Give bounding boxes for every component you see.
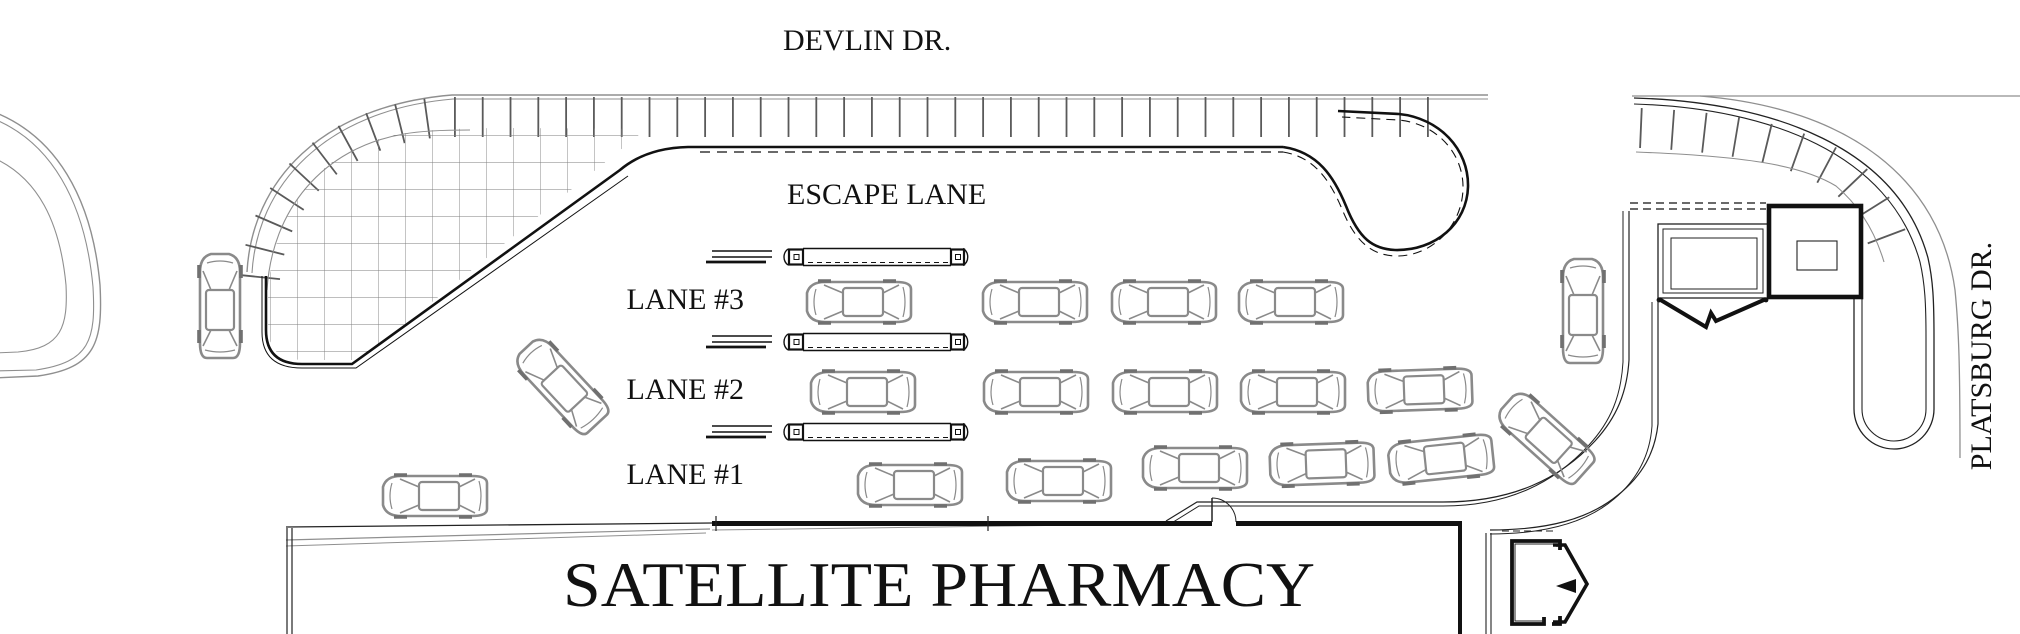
car-exit (381, 473, 489, 519)
escape-lane-label: ESCAPE LANE (787, 178, 986, 211)
car-queue_lane3 (1237, 279, 1345, 325)
car-queue_lane2 (1239, 369, 1347, 415)
entry-direction-arrow (1553, 543, 1590, 624)
scored-concrete-grid (268, 128, 646, 360)
kiosk-icon (949, 333, 966, 351)
car-approach (1491, 385, 1601, 490)
kiosk-icon (787, 423, 805, 441)
street-label-devlin: DEVLIN DR. (783, 24, 951, 57)
car-approach (1560, 257, 1606, 365)
building-west-wall (286, 528, 293, 634)
kiosk-icon (787, 248, 805, 266)
lane-island-2 (706, 332, 969, 352)
door-swing-arc (1211, 497, 1237, 523)
lane-divider-islands (706, 247, 969, 442)
dashed-stop-bars (1630, 202, 1766, 210)
drive-up-canopy (1656, 223, 1769, 330)
canopy-edge-chevron (1657, 297, 1767, 330)
car-exit (197, 252, 243, 360)
escape-lane-road-edges (261, 109, 1470, 369)
kiosk-building (1766, 203, 1864, 300)
kiosk-window (1796, 240, 1838, 271)
lane-island-3 (706, 422, 969, 442)
car-queue_lane1 (1385, 430, 1497, 488)
kiosk-icon (949, 248, 966, 266)
west-corner-island (0, 113, 102, 379)
lane-island-1 (706, 247, 969, 267)
car-queue_lane1 (1267, 439, 1377, 489)
car-exit (509, 331, 615, 440)
car-queue_lane2 (1365, 365, 1475, 415)
lane2-label: LANE #2 (627, 373, 744, 406)
car-queue_lane3 (1110, 279, 1218, 325)
building-top-thin (285, 522, 713, 528)
lane1-label: LANE #1 (627, 458, 744, 491)
car-queue_lane2 (809, 369, 917, 415)
vestibule (1485, 530, 1590, 634)
kiosk-icon (787, 333, 805, 351)
car-queue_lane1 (1005, 458, 1113, 504)
corner-curb-inner (1633, 103, 1927, 442)
entry-arrowhead (1556, 579, 1576, 593)
kiosk-icon (949, 423, 966, 441)
entry-drive-edges (1165, 211, 1659, 535)
car-queue_lane3 (981, 279, 1089, 325)
corner-curb-outer (1633, 97, 1935, 450)
car-queue_lane1 (856, 462, 964, 508)
car-queue_lane1 (1141, 445, 1249, 491)
east-corner (1630, 95, 2020, 459)
street-label-platsburg: PLATSBURG DR. (1965, 242, 1998, 470)
escape-loop-outer (1282, 109, 1470, 252)
car-queue_lane2 (1111, 369, 1219, 415)
escape-loop-inner-dashed (1282, 116, 1464, 257)
car-queue_lane2 (982, 369, 1090, 415)
lane3-label: LANE #3 (627, 283, 744, 316)
building-name-label: SATELLITE PHARMACY (563, 549, 1315, 620)
car-queue_lane3 (805, 279, 913, 325)
pharmacy-building (285, 497, 1462, 634)
